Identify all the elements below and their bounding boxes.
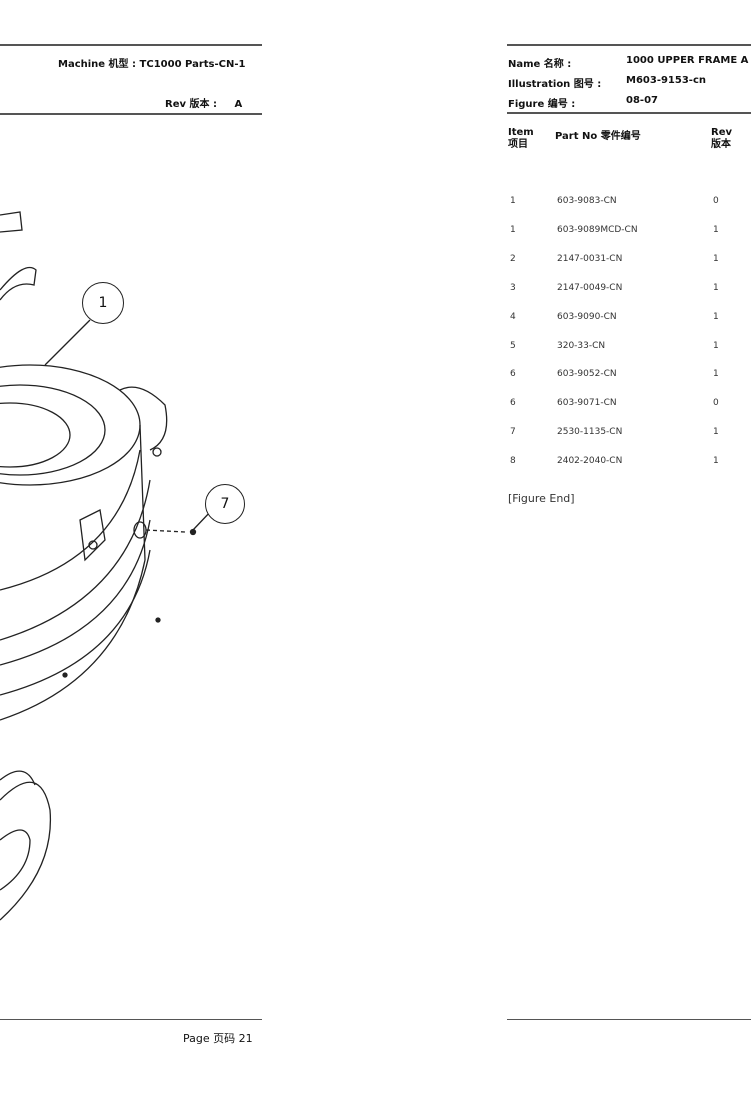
right-header-top-rule xyxy=(507,44,751,46)
column-header-rev: Rev 版本 xyxy=(711,127,732,151)
left-footer-rule xyxy=(0,1019,262,1020)
page-number: Page 页码 21 xyxy=(183,1030,253,1046)
machine-value: TC1000 Parts-CN-1 xyxy=(139,59,246,70)
table-cell-part-no: 2147-0031-CN xyxy=(557,253,623,264)
left-header-top-rule xyxy=(0,44,262,46)
callout-1: 1 xyxy=(82,282,124,324)
callout-7: 7 xyxy=(205,484,245,524)
callout-1-label: 1 xyxy=(98,295,108,311)
figure-end-marker: [Figure End] xyxy=(508,492,575,505)
right-header-bottom-rule xyxy=(507,112,751,114)
name-label: Name 名称 : xyxy=(508,59,572,70)
table-cell-part-no: 603-9083-CN xyxy=(557,196,617,206)
table-cell-item: 8 xyxy=(510,456,516,467)
table-cell-part-no: 2530-1135-CN xyxy=(557,427,623,438)
rev-header-cn: 版本 xyxy=(711,139,731,150)
right-footer-rule xyxy=(507,1019,751,1020)
left-header-bottom-rule xyxy=(0,113,262,115)
table-cell-item: 1 xyxy=(510,196,516,206)
item-header-cn: 项目 xyxy=(508,139,528,150)
table-cell-item: 6 xyxy=(510,369,516,380)
illustration-value: M603-9153-cn xyxy=(626,75,707,86)
table-cell-item: 2 xyxy=(510,253,516,264)
callout-7-label: 7 xyxy=(220,496,230,512)
table-cell-item: 5 xyxy=(510,340,516,351)
table-cell-part-no: 603-9089MCD-CN xyxy=(557,224,638,235)
column-header-item: Item 项目 xyxy=(508,127,534,151)
rev-field: Rev 版本 : A xyxy=(165,95,242,110)
callout-leader-1 xyxy=(44,319,91,366)
table-cell-part-no: 603-9090-CN xyxy=(557,311,617,322)
page-label: Page 页码 xyxy=(183,1032,236,1045)
table-cell-part-no: 2402-2040-CN xyxy=(557,456,623,467)
figure-label: Figure 编号 : xyxy=(508,99,576,110)
table-cell-part-no: 2147-0049-CN xyxy=(557,282,623,293)
table-cell-rev: 1 xyxy=(713,369,719,380)
table-cell-item: 3 xyxy=(510,282,516,293)
table-cell-part-no: 603-9071-CN xyxy=(557,398,617,409)
rev-header-en: Rev xyxy=(711,127,733,138)
part-bracket-top xyxy=(0,211,23,233)
figure-value: 08-07 xyxy=(626,95,658,106)
table-cell-rev: 0 xyxy=(713,196,719,206)
machine-field: Machine 机型 : TC1000 Parts-CN-1 xyxy=(58,55,245,70)
page-number-value: 21 xyxy=(238,1032,253,1045)
table-cell-item: 6 xyxy=(510,398,516,409)
rev-label: Rev 版本 : xyxy=(165,99,217,110)
rev-value: A xyxy=(234,99,243,110)
table-cell-rev: 0 xyxy=(713,398,719,409)
table-cell-rev: 1 xyxy=(713,340,719,351)
item-header-en: Item xyxy=(508,127,534,138)
table-cell-part-no: 320-33-CN xyxy=(557,340,606,351)
mounting-ear xyxy=(119,386,168,451)
table-cell-rev: 1 xyxy=(713,427,719,438)
exploded-parts-drawing xyxy=(0,211,213,921)
illustration-label: Illustration 图号 : xyxy=(508,79,602,90)
table-cell-rev: 1 xyxy=(713,456,719,467)
name-value: 1000 UPPER FRAME A xyxy=(626,55,749,66)
table-cell-item: 4 xyxy=(510,311,516,322)
table-cell-rev: 1 xyxy=(713,311,719,322)
part-ring-segment xyxy=(0,266,37,301)
table-cell-rev: 1 xyxy=(713,282,719,293)
table-cell-rev: 1 xyxy=(713,253,719,264)
table-cell-item: 1 xyxy=(510,224,516,235)
table-cell-rev: 1 xyxy=(713,224,719,235)
machine-label: Machine 机型 : xyxy=(58,59,137,70)
table-cell-part-no: 603-9052-CN xyxy=(557,369,617,380)
table-cell-item: 7 xyxy=(510,427,516,438)
column-header-part-no: Part No 零件编号 xyxy=(555,131,641,142)
